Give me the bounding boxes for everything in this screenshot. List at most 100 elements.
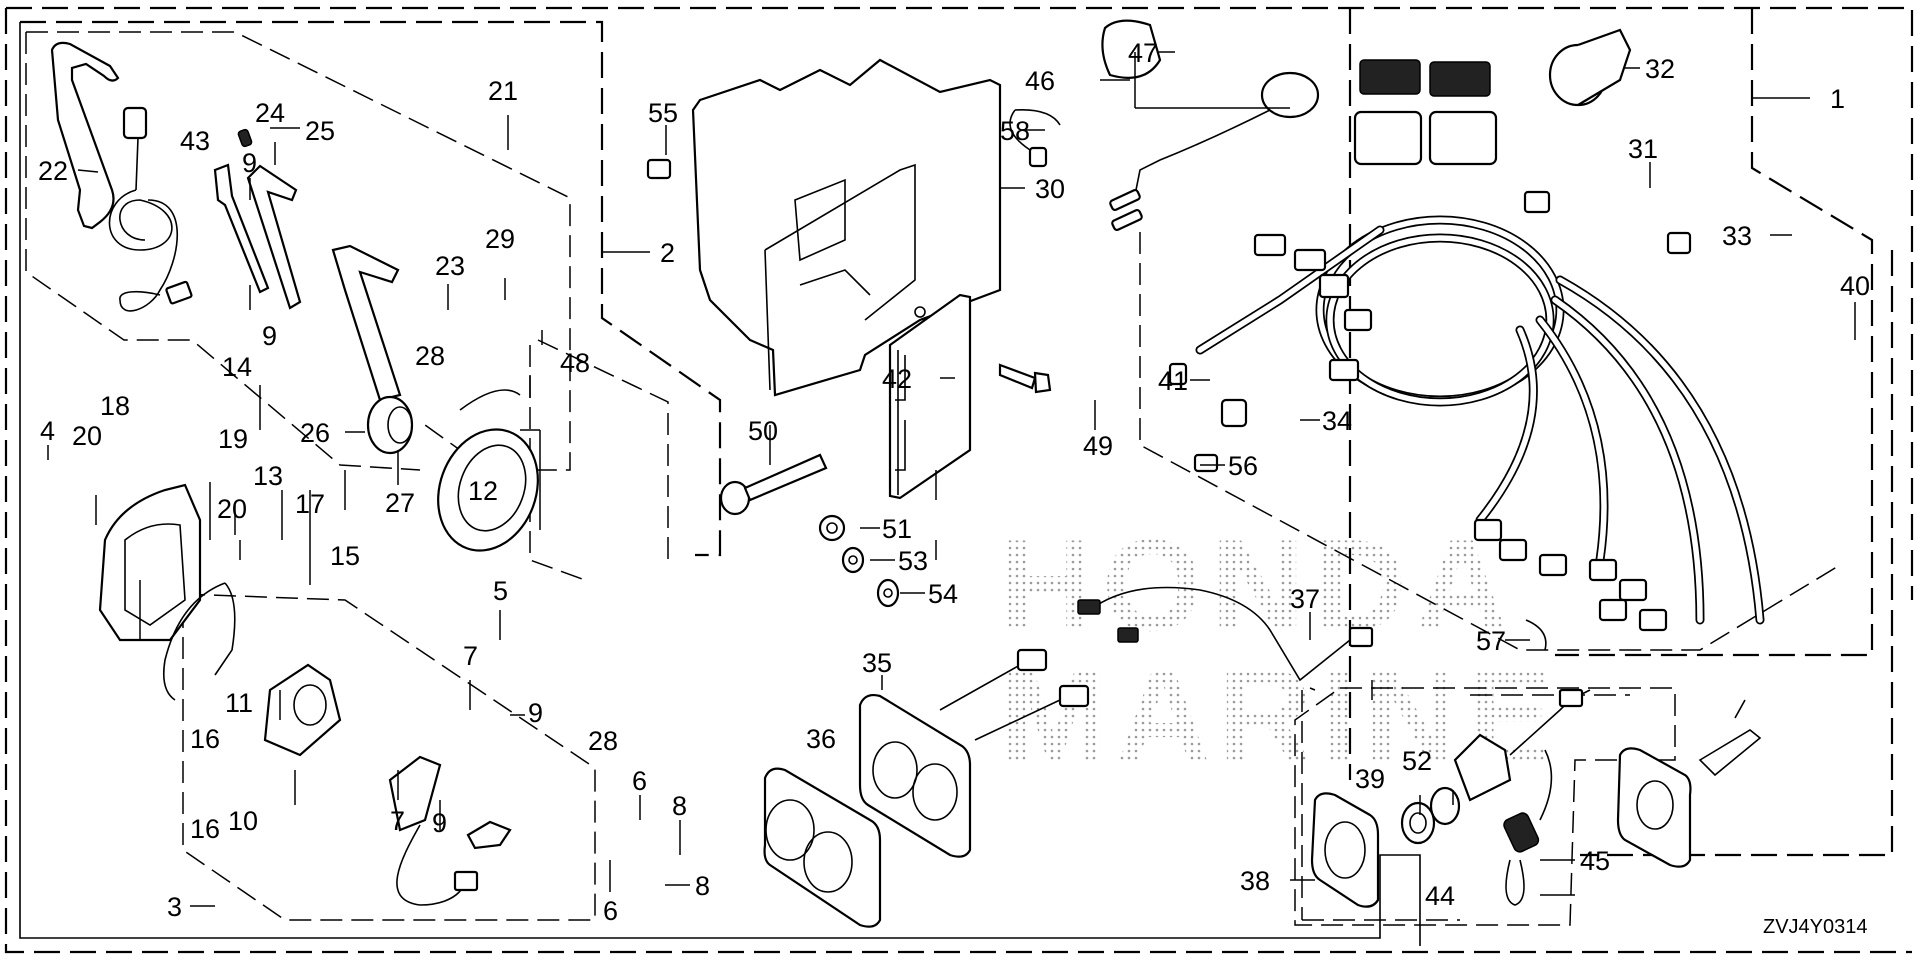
part-54-washer[interactable] xyxy=(876,578,900,608)
part-36-panel-cover[interactable] xyxy=(763,767,882,928)
callout-24[interactable]: 24 xyxy=(255,98,285,128)
callout-44[interactable]: 44 xyxy=(1425,881,1455,911)
callout-28b[interactable]: 28 xyxy=(588,726,618,756)
callout-6a[interactable]: 6 xyxy=(632,766,647,796)
part-switch-panel-bracket[interactable] xyxy=(1616,699,1762,868)
part-cam-lever[interactable] xyxy=(466,820,512,850)
callout-8b[interactable]: 8 xyxy=(695,871,710,901)
callout-46[interactable]: 46 xyxy=(1025,66,1055,96)
callout-8a[interactable]: 8 xyxy=(672,791,687,821)
callout-7a[interactable]: 7 xyxy=(463,641,478,671)
callout-17[interactable]: 17 xyxy=(295,489,325,519)
part-21-lever-bracket[interactable] xyxy=(246,164,302,310)
callout-20a[interactable]: 20 xyxy=(72,421,102,451)
callout-5[interactable]: 5 xyxy=(493,576,508,606)
callout-11[interactable]: 11 xyxy=(225,688,253,718)
callout-55[interactable]: 55 xyxy=(648,98,678,128)
callout-25[interactable]: 25 xyxy=(305,116,335,146)
part-39-switch-cover[interactable] xyxy=(1310,792,1380,908)
callout-35[interactable]: 35 xyxy=(862,648,892,678)
part-47-cap[interactable] xyxy=(1101,19,1162,79)
callout-42[interactable]: 42 xyxy=(882,364,912,394)
callout-49[interactable]: 49 xyxy=(1083,431,1113,461)
callout-1[interactable]: 1 xyxy=(1830,84,1845,114)
part-25-spring[interactable] xyxy=(237,128,253,148)
part-57-band[interactable] xyxy=(1525,619,1547,651)
callout-54[interactable]: 54 xyxy=(928,579,958,609)
callout-10[interactable]: 10 xyxy=(228,806,258,836)
part-46-sensor[interactable] xyxy=(1109,71,1320,231)
callout-9c[interactable]: 9 xyxy=(528,698,543,728)
callout-51[interactable]: 51 xyxy=(882,514,912,544)
part-42-control-module[interactable] xyxy=(888,293,972,500)
part-41-cap[interactable] xyxy=(1168,362,1188,386)
callout-18[interactable]: 18 xyxy=(100,391,130,421)
callout-13[interactable]: 13 xyxy=(253,461,283,491)
part-55-clip[interactable] xyxy=(646,158,672,180)
callout-16a[interactable]: 16 xyxy=(190,724,220,754)
callout-12[interactable]: 12 xyxy=(468,476,498,506)
callout-7b[interactable]: 7 xyxy=(390,806,405,836)
part-throttle-arm[interactable] xyxy=(331,244,414,455)
callout-38[interactable]: 38 xyxy=(1240,866,1270,896)
callout-52[interactable]: 52 xyxy=(1402,746,1432,776)
callout-43[interactable]: 43 xyxy=(180,126,210,156)
part-51-nut[interactable] xyxy=(818,514,846,542)
part-58-band[interactable] xyxy=(1009,108,1061,168)
callout-28a[interactable]: 28 xyxy=(415,341,445,371)
part-37-cable[interactable] xyxy=(1077,586,1374,682)
callout-48[interactable]: 48 xyxy=(560,348,590,378)
callout-50[interactable]: 50 xyxy=(748,416,778,446)
part-44-ignition-switch[interactable] xyxy=(1429,688,1591,826)
callout-34[interactable]: 34 xyxy=(1322,406,1352,436)
callout-6b[interactable]: 6 xyxy=(603,896,618,926)
callout-9b[interactable]: 9 xyxy=(262,321,277,351)
callout-32[interactable]: 32 xyxy=(1645,54,1675,84)
part-remote-housing[interactable] xyxy=(98,483,202,642)
callout-16b[interactable]: 16 xyxy=(190,814,220,844)
callout-30[interactable]: 30 xyxy=(1035,174,1065,204)
callout-45[interactable]: 45 xyxy=(1580,846,1610,876)
callout-27[interactable]: 27 xyxy=(385,488,415,518)
callout-40[interactable]: 40 xyxy=(1840,271,1870,301)
part-33-connector[interactable] xyxy=(1666,231,1692,255)
callout-3[interactable]: 3 xyxy=(167,892,182,922)
part-31-connector[interactable] xyxy=(1523,190,1551,214)
callout-33[interactable]: 33 xyxy=(1722,221,1752,251)
part-5-control-unit[interactable] xyxy=(263,663,342,757)
callout-39[interactable]: 39 xyxy=(1355,764,1385,794)
part-35-meter-assembly[interactable] xyxy=(858,648,1090,858)
callout-58[interactable]: 58 xyxy=(1000,116,1030,146)
part-45-lanyard[interactable] xyxy=(1502,749,1553,906)
callout-9d[interactable]: 9 xyxy=(432,808,447,838)
callout-57[interactable]: 57 xyxy=(1476,626,1506,656)
callout-4[interactable]: 4 xyxy=(40,416,55,446)
part-22-lever-handle[interactable] xyxy=(50,41,120,230)
callout-23[interactable]: 23 xyxy=(435,251,465,281)
part-53-washer[interactable] xyxy=(841,546,865,574)
part-43-trim-switch[interactable] xyxy=(108,106,193,312)
part-1-main-harness[interactable] xyxy=(1195,28,1765,632)
callout-14[interactable]: 14 xyxy=(222,352,252,382)
part-50-bolt[interactable] xyxy=(719,453,828,516)
part-24-plate[interactable] xyxy=(213,163,270,294)
part-13-gasket[interactable] xyxy=(162,582,236,701)
callout-26[interactable]: 26 xyxy=(300,418,330,448)
callout-31[interactable]: 31 xyxy=(1628,134,1658,164)
part-30-bracket[interactable] xyxy=(691,58,1002,397)
callout-29[interactable]: 29 xyxy=(485,224,515,254)
callout-53[interactable]: 53 xyxy=(898,546,928,576)
part-48-cover[interactable] xyxy=(422,389,555,565)
part-49-bolt[interactable] xyxy=(998,363,1052,394)
callout-47[interactable]: 47 xyxy=(1128,38,1158,68)
callout-15[interactable]: 15 xyxy=(330,541,360,571)
callout-36[interactable]: 36 xyxy=(806,724,836,754)
part-56-clip[interactable] xyxy=(1193,453,1219,473)
part-52-nut[interactable] xyxy=(1400,801,1436,845)
part-switch-with-cord[interactable] xyxy=(388,755,479,906)
part-34-cap[interactable] xyxy=(1220,398,1248,428)
callout-41[interactable]: 41 xyxy=(1158,366,1188,396)
callout-56[interactable]: 56 xyxy=(1228,451,1258,481)
callout-37[interactable]: 37 xyxy=(1290,584,1320,614)
callout-20b[interactable]: 20 xyxy=(217,494,247,524)
